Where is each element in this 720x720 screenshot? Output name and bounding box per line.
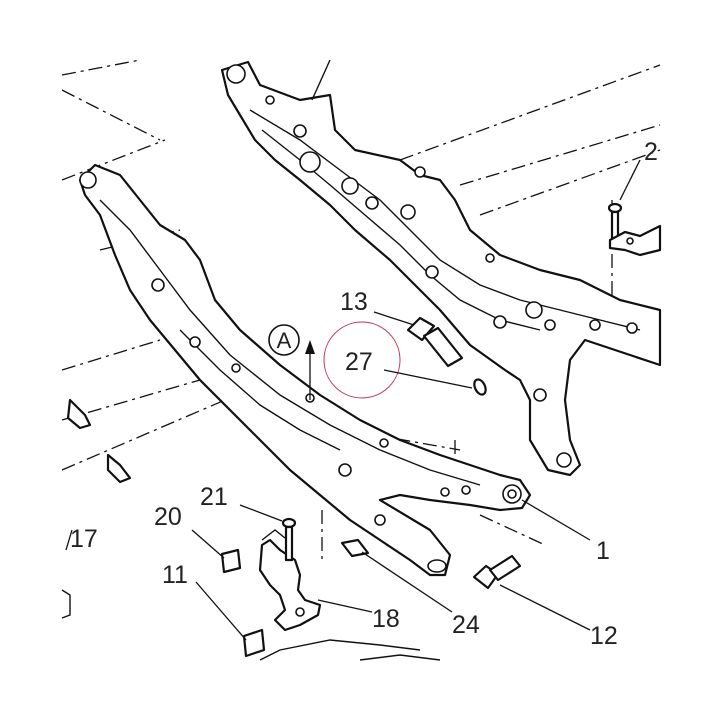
callout-labels: 2 13 27 1 12 24 18 21 20 11 17 [70,138,658,650]
bolt-12 [472,554,522,590]
washer-27 [473,378,487,396]
lower-side-arm [78,163,532,577]
clip-11 [242,628,266,658]
callout-11: 11 [162,561,188,589]
callout-17: 17 [70,525,98,553]
bolt-2-bracket [607,202,662,257]
callout-27: 27 [345,348,373,376]
pad-24 [340,538,370,558]
view-arrow-a [305,340,315,400]
callout-18: 18 [372,605,400,633]
view-marker-label: A [277,328,292,353]
callout-20: 20 [154,503,182,531]
callout-1: 1 [596,537,610,565]
callout-12: 12 [590,622,618,650]
callout-13: 13 [340,288,368,316]
callout-2: 2 [644,138,658,166]
clip-20 [220,548,242,574]
leader-lines [65,159,641,641]
left-clips [61,398,441,661]
upper-subframe [220,59,662,477]
view-marker-a: A [268,324,300,356]
bolt-21 [281,517,297,562]
callout-24: 24 [452,611,480,639]
highlight-circle-27 [323,321,401,399]
callout-21: 21 [200,483,228,511]
bolt-13 [406,316,464,368]
